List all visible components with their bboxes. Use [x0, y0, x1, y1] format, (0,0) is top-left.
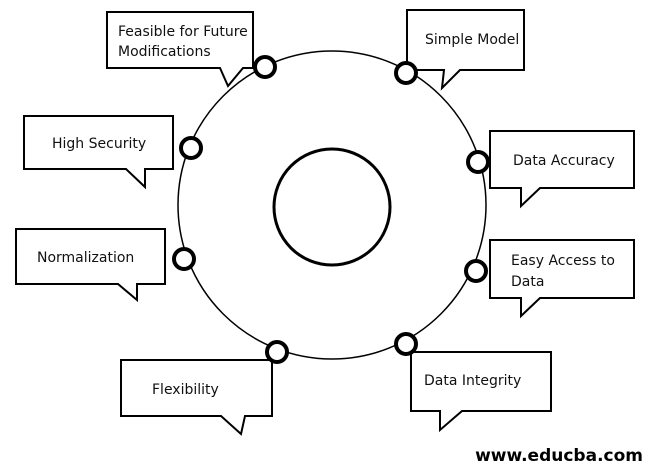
feature-bubble-normalization: Normalization	[15, 228, 166, 303]
feature-bubble-data-accuracy: Data Accuracy	[489, 130, 635, 209]
feature-bubble-simple-model: Simple Model	[406, 9, 525, 91]
feature-label-easy-access-line1: Easy Access to	[511, 253, 615, 269]
ring-node-data-accuracy	[466, 150, 490, 174]
feature-label-high-security: High Security	[52, 136, 146, 152]
feature-bubble-high-security: High Security	[23, 115, 174, 190]
feature-bubble-easy-access: Easy Access to Data	[489, 239, 635, 319]
ring-node-normalization	[172, 247, 196, 271]
feature-label-easy-access-line2: Data	[511, 274, 544, 290]
ring-node-easy-access	[464, 259, 488, 283]
main-ring	[177, 50, 487, 360]
feature-label-simple-model: Simple Model	[425, 32, 519, 48]
watermark: www.educba.com	[475, 446, 643, 466]
feature-label-data-integrity: Data Integrity	[424, 373, 521, 389]
feature-label-feasible-line2: Modifications	[118, 44, 211, 60]
feature-label-feasible-line1: Feasible for Future	[118, 24, 248, 40]
feature-bubble-flexibility: Flexibility	[120, 359, 273, 436]
ring-node-flexibility	[265, 340, 289, 364]
feature-label-data-accuracy: Data Accuracy	[513, 153, 615, 169]
center-hub	[272, 147, 392, 267]
feature-bubble-feasible: Feasible for Future Modifications	[106, 11, 254, 88]
ring-node-simple-model	[394, 61, 418, 85]
feature-label-flexibility: Flexibility	[152, 382, 219, 398]
feature-bubble-data-integrity: Data Integrity	[410, 351, 552, 433]
ring-node-feasible	[253, 55, 277, 79]
ring-node-data-integrity	[394, 332, 418, 356]
ring-node-high-security	[179, 136, 203, 160]
feature-label-normalization: Normalization	[37, 250, 134, 266]
